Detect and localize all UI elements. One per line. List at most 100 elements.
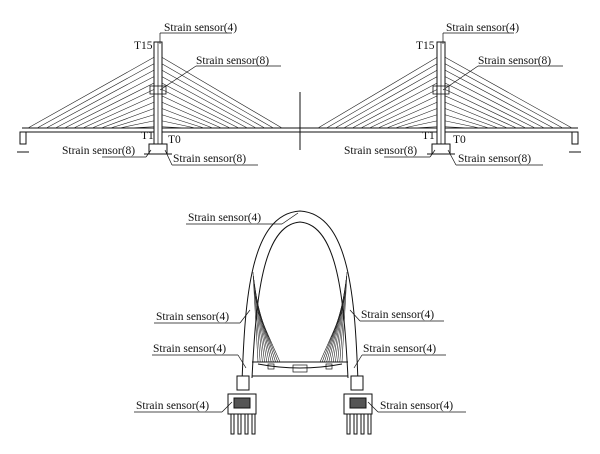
left-upper-sensor-label: Strain sensor(4) xyxy=(156,311,229,323)
left-base-left-sensor-leader2 xyxy=(145,149,152,158)
arch-top-sensor-leader2 xyxy=(281,212,299,225)
stay-cable xyxy=(386,106,442,129)
hanger-cable xyxy=(324,303,344,363)
stay-cable xyxy=(440,80,536,129)
stay-cable xyxy=(440,74,545,129)
pile xyxy=(360,413,365,435)
stay-cable xyxy=(64,80,159,129)
stay-cable xyxy=(317,54,442,129)
hanger-cable xyxy=(252,271,259,363)
stay-cable xyxy=(110,113,159,129)
left-cable-fan xyxy=(27,54,283,129)
left-top-label: T15 xyxy=(134,40,153,52)
right-piles xyxy=(346,413,372,435)
left-lower-sensor-leader2 xyxy=(237,354,247,369)
stay-cable xyxy=(440,119,480,129)
left-base-sensor-leader2 xyxy=(221,401,233,413)
stay-cable xyxy=(157,106,213,129)
section-deck-camber xyxy=(257,363,343,369)
left-pier-cap-inner xyxy=(233,397,251,409)
right-upper-sensor-leader2 xyxy=(349,309,361,322)
right-mid-sensor-label: Strain sensor(8) xyxy=(478,55,551,67)
pile xyxy=(353,413,358,435)
stay-cable xyxy=(360,87,442,129)
arch-top-sensor-label: Strain sensor(4) xyxy=(188,212,261,224)
stay-cable xyxy=(157,80,248,129)
right-top-label: T15 xyxy=(416,40,435,52)
hanger-cable xyxy=(253,275,261,363)
left-piles xyxy=(230,413,256,435)
stay-cable xyxy=(440,126,471,129)
stay-cable xyxy=(157,119,196,129)
stay-cable xyxy=(440,54,573,129)
stay-cable xyxy=(157,61,274,129)
right-cable-fan xyxy=(317,54,573,129)
right-tower-footing xyxy=(431,143,451,155)
stay-cable xyxy=(440,87,526,129)
section-deck-gauge-r xyxy=(325,363,333,370)
stay-cable xyxy=(369,93,442,129)
right-pier-cap-inner xyxy=(349,397,367,409)
right-mid-gauge xyxy=(432,85,450,95)
right-base-left-sensor-leader2 xyxy=(429,149,436,158)
left-mid-sensor-leader2 xyxy=(159,65,197,91)
cross-section-view: Strain sensor(4) Strain sensor(4) Strain… xyxy=(134,210,466,435)
hanger-cable xyxy=(257,311,281,363)
hanger-cable xyxy=(341,271,348,363)
stay-cable xyxy=(440,106,499,129)
hanger-cable xyxy=(339,275,347,363)
left-base-left-sensor-label: Strain sensor(8) xyxy=(62,145,135,157)
left-mid-sensor-label: Strain sensor(8) xyxy=(196,55,269,67)
stay-cable xyxy=(412,126,442,129)
stay-cable xyxy=(157,100,222,129)
pile xyxy=(346,413,351,435)
stay-cable xyxy=(352,80,442,129)
left-base-label: T0 xyxy=(168,134,181,146)
left-base-right-sensor-label: Strain sensor(8) xyxy=(173,153,246,165)
stay-cable xyxy=(403,119,442,129)
stay-cable xyxy=(377,100,442,129)
stay-cable xyxy=(440,67,554,129)
right-mid-sensor-leader2 xyxy=(442,65,479,91)
left-base-right-sensor-leader2 xyxy=(164,149,173,166)
right-hangers xyxy=(319,271,348,363)
stay-cable xyxy=(440,100,508,129)
stay-cable xyxy=(101,106,159,129)
stay-cable xyxy=(73,87,159,129)
stay-cable xyxy=(157,126,187,129)
right-lower-sensor-label: Strain sensor(4) xyxy=(363,343,436,355)
left-leg-block xyxy=(236,375,250,391)
right-top-sensor-label: Strain sensor(4) xyxy=(446,22,519,34)
arch-inner-rib xyxy=(251,221,349,379)
stay-cable xyxy=(128,126,159,129)
left-upper-sensor-leader2 xyxy=(239,309,251,324)
stay-cable xyxy=(92,100,159,129)
left-mid-label: T1 xyxy=(141,130,154,142)
stay-cable xyxy=(119,119,159,129)
left-base-sensor-label: Strain sensor(4) xyxy=(136,400,209,412)
stay-cable xyxy=(440,61,563,129)
right-base-sensor-label: Strain sensor(4) xyxy=(380,400,453,412)
stay-cable xyxy=(37,61,159,129)
hanger-cable xyxy=(319,311,343,363)
stay-cable xyxy=(157,67,265,129)
hanger-cable xyxy=(257,307,279,363)
arch-outer-rib xyxy=(241,210,359,383)
pile xyxy=(230,413,235,435)
right-tower: T15 T1 T0 Strain sensor(4) Strain sensor… xyxy=(344,22,563,166)
left-lower-sensor-label: Strain sensor(4) xyxy=(153,343,226,355)
stay-cable xyxy=(157,54,283,129)
stay-cable xyxy=(46,67,159,129)
elevation-view: T15 T1 T0 Strain sensor(4) Strain sensor… xyxy=(17,22,581,166)
stay-cable xyxy=(440,93,517,129)
left-hangers xyxy=(252,271,281,363)
stay-cable xyxy=(157,93,231,129)
stay-cable xyxy=(55,74,159,129)
pile xyxy=(244,413,249,435)
left-mid-gauge xyxy=(149,85,167,95)
stay-cable xyxy=(27,54,159,129)
pile xyxy=(237,413,242,435)
right-leg-block xyxy=(350,375,364,391)
